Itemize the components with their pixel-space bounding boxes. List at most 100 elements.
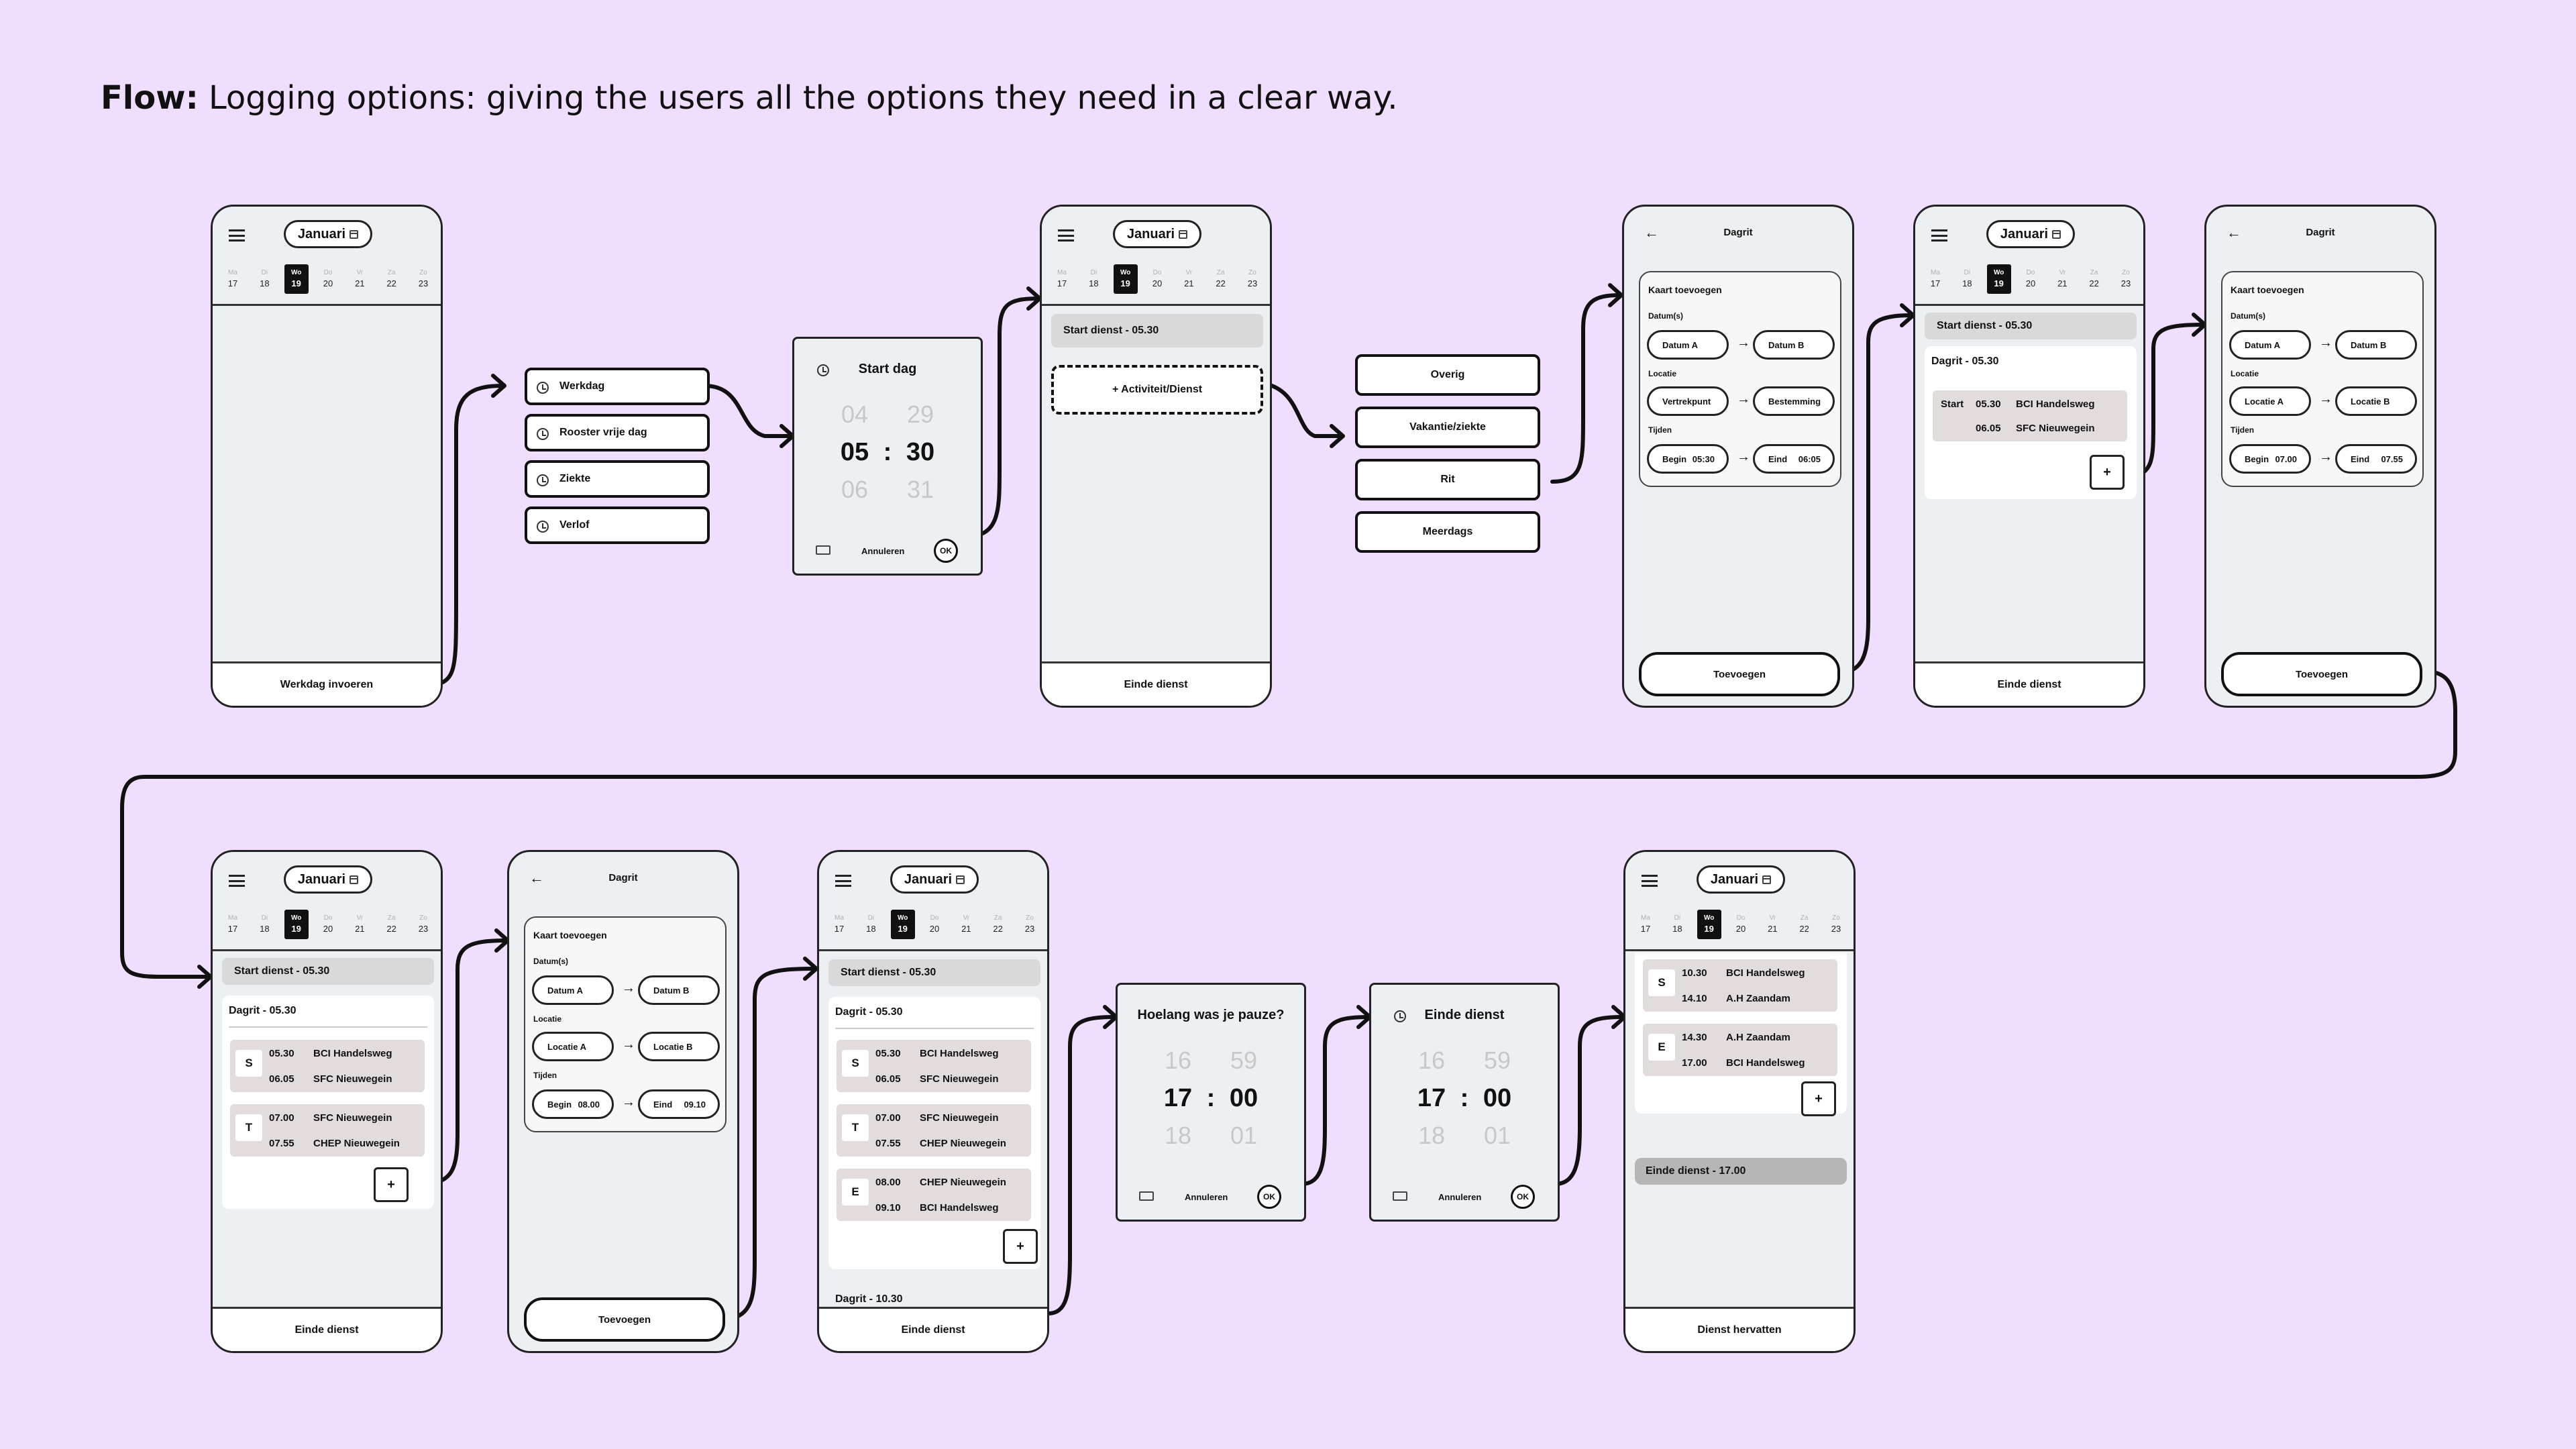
add-entry-button[interactable]: +	[2090, 455, 2125, 490]
ok-button[interactable]: OK	[1257, 1185, 1281, 1209]
toevoegen-button[interactable]: Toevoegen	[1639, 652, 1840, 696]
menu-icon[interactable]	[1931, 229, 1947, 241]
add-entry-button[interactable]: +	[1801, 1081, 1836, 1116]
month-selector[interactable]: Januari	[284, 865, 372, 894]
einde-dienst-button[interactable]: Einde dienst	[1042, 661, 1270, 706]
rit-entry[interactable]: Start 05.30 BCI Handelsweg 06.05 SFC Nie…	[1933, 390, 2127, 441]
datum-b-field[interactable]: Datum B	[638, 975, 720, 1005]
option-rit[interactable]: Rit	[1355, 459, 1540, 500]
month-selector[interactable]: Januari	[890, 865, 979, 894]
picker-row-selected[interactable]: 17:00	[1417, 1084, 1512, 1112]
menu-icon[interactable]	[1058, 229, 1074, 241]
add-activiteit-button[interactable]: + Activiteit/Dienst	[1051, 365, 1263, 415]
annuleren-button[interactable]: Annuleren	[861, 546, 905, 556]
vertrekpunt-field[interactable]: Vertrekpunt	[1647, 386, 1729, 416]
annuleren-button[interactable]: Annuleren	[1185, 1192, 1228, 1202]
rit-entry[interactable]: S 05.30 BCI Handelsweg 06.05 SFC Nieuweg…	[230, 1040, 425, 1092]
month-selector[interactable]: Januari	[1113, 220, 1201, 248]
picker-row-selected[interactable]: 05:30	[840, 438, 935, 466]
menu-icon[interactable]	[1642, 875, 1658, 887]
option-vakantie-ziekte[interactable]: Vakantie/ziekte	[1355, 407, 1540, 448]
ok-button[interactable]: OK	[1511, 1185, 1535, 1209]
add-entry-button[interactable]: +	[1003, 1229, 1038, 1264]
option-meerdags[interactable]: Meerdags	[1355, 511, 1540, 553]
locatie-a-field[interactable]: Locatie A	[532, 1032, 614, 1061]
datum-b-field[interactable]: Datum B	[2335, 330, 2417, 360]
toevoegen-button[interactable]: Toevoegen	[2221, 652, 2422, 696]
rit-entry[interactable]: T 07.00 SFC Nieuwegein 07.55 CHEP Nieuwe…	[837, 1104, 1031, 1157]
option-rooster-vrije-dag[interactable]: Rooster vrije dag	[525, 414, 710, 451]
keyboard-icon[interactable]	[1393, 1191, 1407, 1201]
keyboard-icon[interactable]	[1139, 1191, 1154, 1201]
rit-entry[interactable]: T 07.00 SFC Nieuwegein 07.55 CHEP Nieuwe…	[230, 1104, 425, 1157]
einde-dienst-button[interactable]: Einde dienst	[1915, 661, 2143, 706]
rit-entry[interactable]: S 10.30 BCI Handelsweg 14.10 A.H Zaandam	[1643, 959, 1837, 1012]
toevoegen-button[interactable]: Toevoegen	[524, 1297, 725, 1342]
option-ziekte[interactable]: Ziekte	[525, 460, 710, 498]
einde-dienst-button[interactable]: Einde dienst	[819, 1307, 1047, 1351]
annuleren-button[interactable]: Annuleren	[1438, 1192, 1482, 1202]
datum-a-field[interactable]: Datum A	[532, 975, 614, 1005]
datum-a-field[interactable]: Datum A	[2229, 330, 2311, 360]
einde-dienst-button[interactable]: Einde dienst	[213, 1307, 441, 1351]
rit-entry[interactable]: E 14.30 A.H Zaandam 17.00 BCI Handelsweg	[1643, 1024, 1837, 1076]
back-arrow-icon[interactable]: ←	[529, 869, 544, 886]
option-werkdag[interactable]: Werkdag	[525, 368, 710, 405]
add-entry-button[interactable]: +	[374, 1167, 409, 1202]
month-selector[interactable]: Januari	[1986, 220, 2075, 248]
picker-row-selected[interactable]: 17:00	[1163, 1084, 1258, 1112]
rit-entry[interactable]: S 05.30 BCI Handelsweg 06.05 SFC Nieuweg…	[837, 1040, 1031, 1092]
werkdag-invoeren-button[interactable]: Werkdag invoeren	[213, 661, 441, 706]
option-verlof[interactable]: Verlof	[525, 506, 710, 544]
locatie-b-field[interactable]: Locatie B	[638, 1032, 720, 1061]
